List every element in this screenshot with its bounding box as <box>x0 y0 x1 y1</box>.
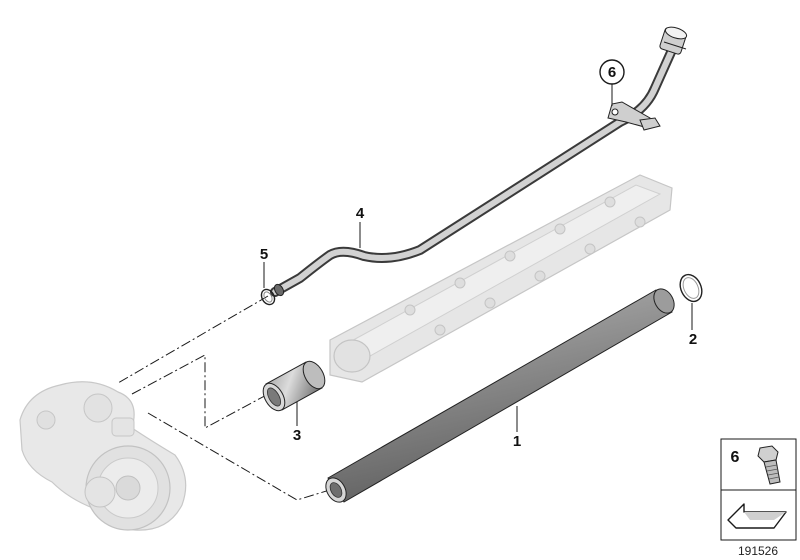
direction-arrow-icon <box>727 503 787 529</box>
diagram-id: 191526 <box>738 544 778 558</box>
o-ring-part-2 <box>679 273 703 303</box>
callout-1: 1 <box>513 433 521 450</box>
callout-6-circle: 6 <box>599 59 625 85</box>
coolant-pipe-part-4 <box>270 26 688 297</box>
straight-pipe-part-1 <box>325 288 675 503</box>
assembly-leader-lines <box>117 295 334 501</box>
callout-6: 6 <box>608 64 616 81</box>
legend-box: 6 <box>720 438 797 541</box>
callout-2: 2 <box>689 331 697 348</box>
callout-3: 3 <box>293 427 301 444</box>
sleeve-part-3 <box>262 360 326 412</box>
callout-4: 4 <box>356 205 365 222</box>
housing-cover-ghost <box>329 174 673 383</box>
pipe-end-fitting <box>659 26 688 55</box>
o-ring-part-5 <box>260 288 276 306</box>
water-pump-ghost <box>19 381 187 531</box>
callout-5: 5 <box>260 246 268 263</box>
bolt-icon <box>757 445 781 485</box>
callout-leaders <box>263 84 693 432</box>
legend-bolt-number: 6 <box>731 449 740 466</box>
